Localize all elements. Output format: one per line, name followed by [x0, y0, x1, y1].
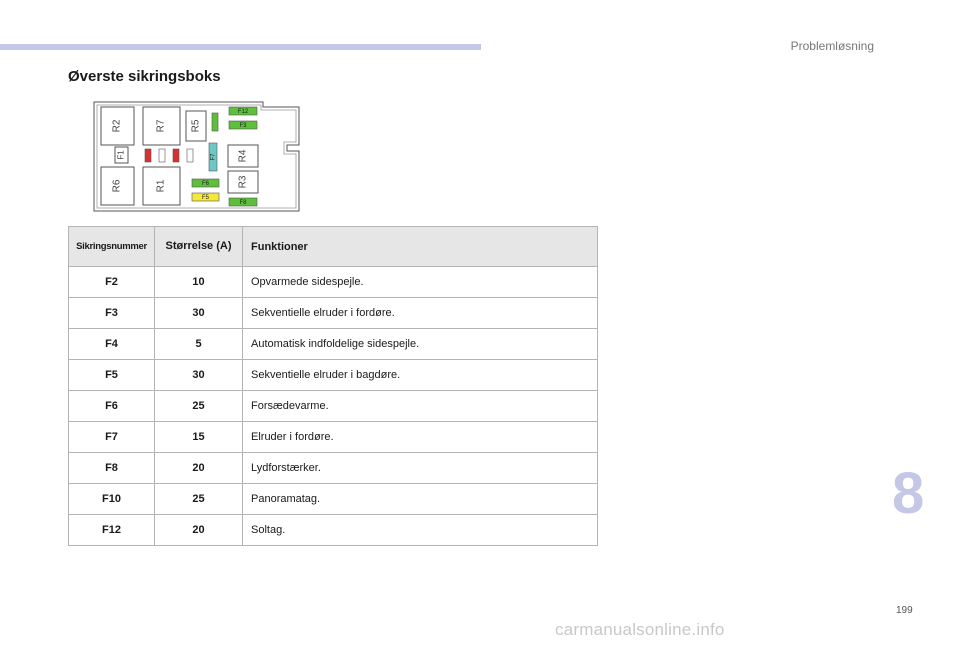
fuse-f6: F6 — [191, 178, 220, 188]
fuse-green-small — [211, 112, 219, 132]
svg-text:R7: R7 — [156, 119, 167, 132]
fuse-f5: F5 — [191, 192, 220, 202]
fuse-number: F2 — [68, 266, 155, 298]
fuse-red-1 — [144, 148, 152, 163]
fuse-f3: F3 — [228, 120, 258, 130]
fuse-size: 25 — [154, 390, 243, 422]
svg-text:R5: R5 — [191, 119, 202, 132]
fuse-function: Sekventielle elruder i fordøre. — [242, 297, 598, 329]
svg-text:F1: F1 — [117, 150, 126, 160]
fuse-size: 5 — [154, 328, 243, 360]
svg-text:F3: F3 — [239, 123, 247, 129]
fuse-function: Sekventielle elruder i bagdøre. — [242, 359, 598, 391]
table-row: F12 20 Soltag. — [68, 514, 598, 546]
table-row: F8 20 Lydforstærker. — [68, 452, 598, 484]
fuse-function: Elruder i fordøre. — [242, 421, 598, 453]
fuse-number: F4 — [68, 328, 155, 360]
fuse-red-2 — [172, 148, 180, 163]
fuse-number: F10 — [68, 483, 155, 515]
fuse-table: Sikringsnummer Størrelse (A) Funktioner … — [68, 226, 598, 546]
svg-text:F6: F6 — [202, 181, 210, 187]
svg-text:R6: R6 — [112, 179, 123, 192]
fuse-number: F12 — [68, 514, 155, 546]
fuse-number: F7 — [68, 421, 155, 453]
relay-r4: R4 — [227, 144, 259, 168]
page-title: Øverste sikringsboks — [68, 68, 221, 85]
fuse-function: Soltag. — [242, 514, 598, 546]
svg-text:F5: F5 — [202, 195, 210, 201]
fuse-f8: F8 — [228, 197, 258, 207]
fuse-size: 15 — [154, 421, 243, 453]
table-row: F6 25 Forsædevarme. — [68, 390, 598, 422]
svg-text:F7: F7 — [211, 153, 217, 161]
page-number: 199 — [896, 605, 913, 616]
svg-text:R1: R1 — [156, 179, 167, 192]
fuse-size: 25 — [154, 483, 243, 515]
fuse-number: F5 — [68, 359, 155, 391]
chapter-number: 8 — [892, 461, 925, 526]
fuse-function: Forsædevarme. — [242, 390, 598, 422]
watermark: carmanualsonline.info — [555, 620, 725, 639]
fuse-size: 30 — [154, 359, 243, 391]
fusebox-diagram: R2 R7 R5 R4 R6 R1 R3 F1 F7 F12 — [93, 101, 300, 212]
relay-r7: R7 — [142, 106, 181, 146]
relay-r3: R3 — [227, 170, 259, 194]
table-header-row: Sikringsnummer Størrelse (A) Funktioner — [68, 226, 598, 267]
fuse-size: 30 — [154, 297, 243, 329]
relay-r2: R2 — [100, 106, 135, 146]
fuse-number: F6 — [68, 390, 155, 422]
fuse-size: 20 — [154, 452, 243, 484]
svg-text:F8: F8 — [239, 200, 247, 206]
table-row: F4 5 Automatisk indfoldelige sidespejle. — [68, 328, 598, 360]
svg-text:F12: F12 — [238, 109, 249, 115]
fuse-number: F8 — [68, 452, 155, 484]
relay-r5: R5 — [185, 110, 207, 142]
fuse-f7: F7 — [208, 142, 218, 172]
svg-text:R2: R2 — [112, 119, 123, 132]
header-functions: Funktioner — [242, 226, 598, 267]
svg-text:R4: R4 — [238, 149, 249, 162]
fuse-size: 10 — [154, 266, 243, 298]
fuse-white-1 — [158, 148, 166, 163]
svg-text:R3: R3 — [238, 175, 249, 188]
fuse-f12: F12 — [228, 106, 258, 116]
fuse-function: Panoramatag. — [242, 483, 598, 515]
header-size: Størrelse (A) — [154, 226, 243, 267]
fuse-number: F3 — [68, 297, 155, 329]
table-row: F10 25 Panoramatag. — [68, 483, 598, 515]
table-row: F7 15 Elruder i fordøre. — [68, 421, 598, 453]
relay-r1: R1 — [142, 166, 181, 206]
table-row: F2 10 Opvarmede sidespejle. — [68, 266, 598, 298]
fuse-size: 20 — [154, 514, 243, 546]
fuse-function: Automatisk indfoldelige sidespejle. — [242, 328, 598, 360]
header-fuse-number: Sikringsnummer — [68, 226, 155, 267]
fuse-f1: F1 — [114, 146, 129, 164]
table-row: F3 30 Sekventielle elruder i fordøre. — [68, 297, 598, 329]
table-row: F5 30 Sekventielle elruder i bagdøre. — [68, 359, 598, 391]
fuse-function: Lydforstærker. — [242, 452, 598, 484]
section-label: Problemløsning — [790, 39, 874, 53]
fuse-function: Opvarmede sidespejle. — [242, 266, 598, 298]
fuse-white-2 — [186, 148, 194, 163]
relay-r6: R6 — [100, 166, 135, 206]
top-accent-bar — [0, 44, 481, 50]
